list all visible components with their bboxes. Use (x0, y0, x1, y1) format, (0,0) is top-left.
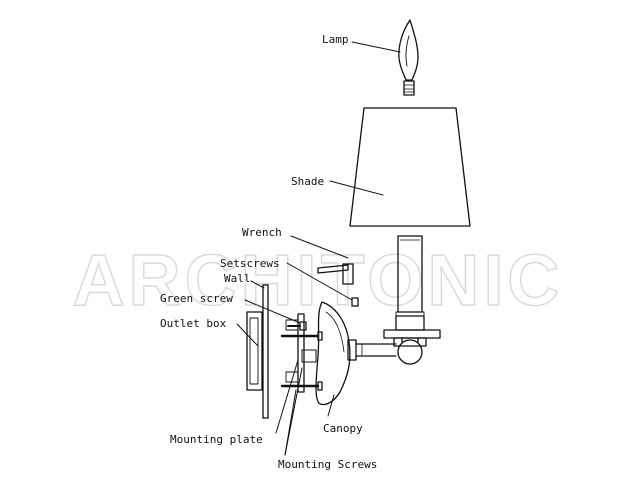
outlet-box (246, 311, 263, 391)
label-wrench: Wrench (242, 226, 282, 239)
allen-wrench (317, 263, 354, 285)
label-wall: Wall (224, 272, 251, 285)
setscrew (351, 297, 359, 307)
label-green-screw: Green screw (160, 292, 233, 305)
green-screw (287, 321, 307, 331)
label-canopy: Canopy (323, 422, 363, 435)
leader-lines (236, 41, 401, 456)
label-mounting-plate: Mounting plate (170, 433, 263, 446)
lamp-arm (347, 337, 423, 365)
canopy (315, 301, 351, 406)
lamp-bulb (398, 19, 419, 96)
label-shade: Shade (291, 175, 324, 188)
label-outlet-box: Outlet box (160, 317, 227, 330)
watermark: ARCHITONIC (73, 241, 564, 321)
lampshade (349, 107, 471, 227)
mounting-screws (280, 331, 323, 391)
label-lamp: Lamp (322, 33, 349, 46)
candle-sleeve (397, 235, 423, 313)
label-mounting-screws: Mounting Screws (278, 458, 377, 471)
label-setscrews: Setscrews (220, 257, 280, 270)
